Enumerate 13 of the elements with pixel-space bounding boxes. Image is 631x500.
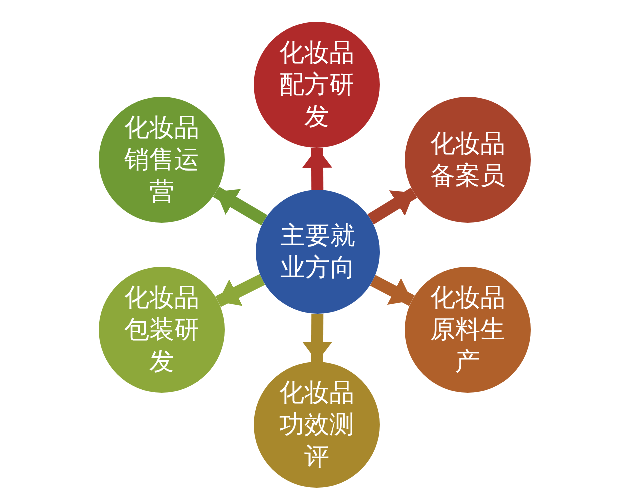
arrow [302, 148, 332, 190]
circle-label: 主要就业方向 [280, 220, 356, 284]
arrow [368, 188, 418, 225]
arrow [213, 186, 268, 226]
circle-label: 化妆品配方研发 [278, 37, 356, 133]
circle-label: 化妆品原料生产 [430, 282, 506, 378]
arrow [216, 274, 266, 308]
circle-label: 化妆品功效测评 [278, 377, 356, 473]
arrow [370, 275, 415, 306]
arrow [302, 314, 332, 362]
circle-label: 化妆品包装研发 [124, 282, 200, 378]
circle-label: 化妆品销售运营 [124, 112, 200, 208]
circle-label: 化妆品备案员 [430, 128, 506, 192]
